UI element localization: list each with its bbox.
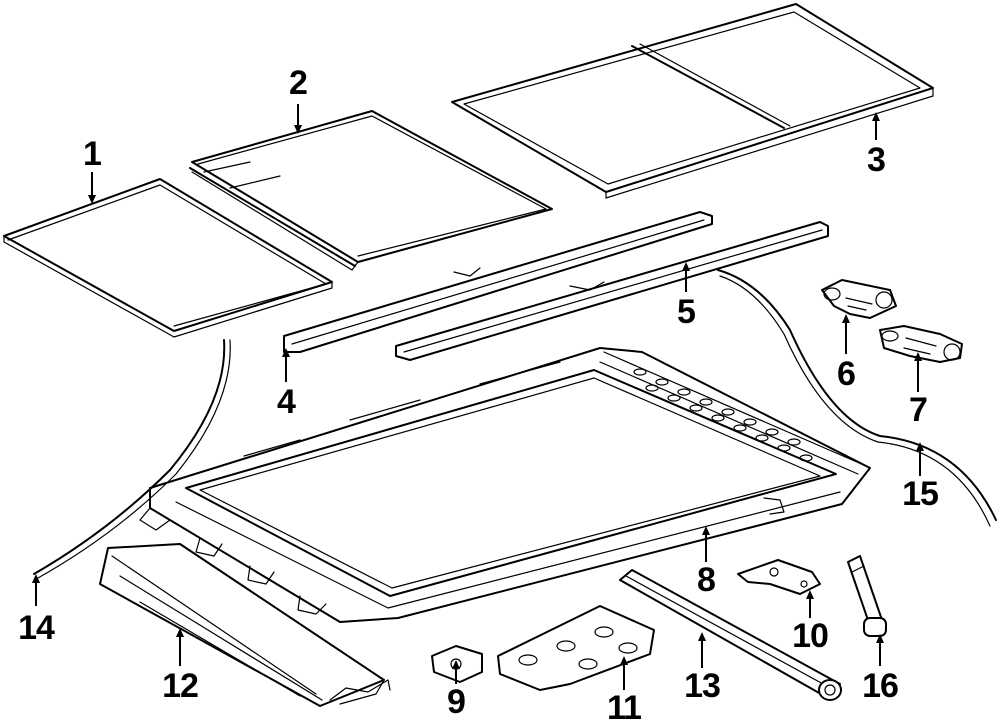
callout-16[interactable]: 16 [862,667,899,705]
callout-7[interactable]: 7 [909,391,928,429]
callout-1[interactable]: 1 [83,135,102,173]
motor-rear [879,325,963,363]
callout-12[interactable]: 12 [162,667,199,705]
sunshade-roller [619,569,842,701]
callout-5[interactable]: 5 [677,293,696,331]
drain-hose-rear [717,269,997,527]
frame-seal [451,3,934,199]
callout-13[interactable]: 13 [684,667,721,705]
callout-14[interactable]: 14 [18,609,55,647]
sunshade-front [99,543,391,707]
leader-lines [32,104,924,690]
sunroof-frame [139,347,871,623]
motor-front [821,279,897,319]
drain-hose-front [33,339,231,579]
callout-6[interactable]: 6 [837,355,856,393]
callout-8[interactable]: 8 [697,561,716,599]
gas-strut [847,555,887,637]
callout-9[interactable]: 9 [447,683,466,721]
callout-4[interactable]: 4 [277,383,296,421]
callout-10[interactable]: 10 [792,617,829,655]
bracket-plate [497,605,655,691]
callout-15[interactable]: 15 [902,475,939,513]
glass-panel-front [3,178,333,338]
callout-3[interactable]: 3 [867,141,886,179]
bracket-side [737,559,821,595]
callout-11[interactable]: 11 [607,689,642,727]
callout-2[interactable]: 2 [289,64,308,102]
deflector-rear [395,221,829,361]
glass-panel-rear [189,110,553,271]
